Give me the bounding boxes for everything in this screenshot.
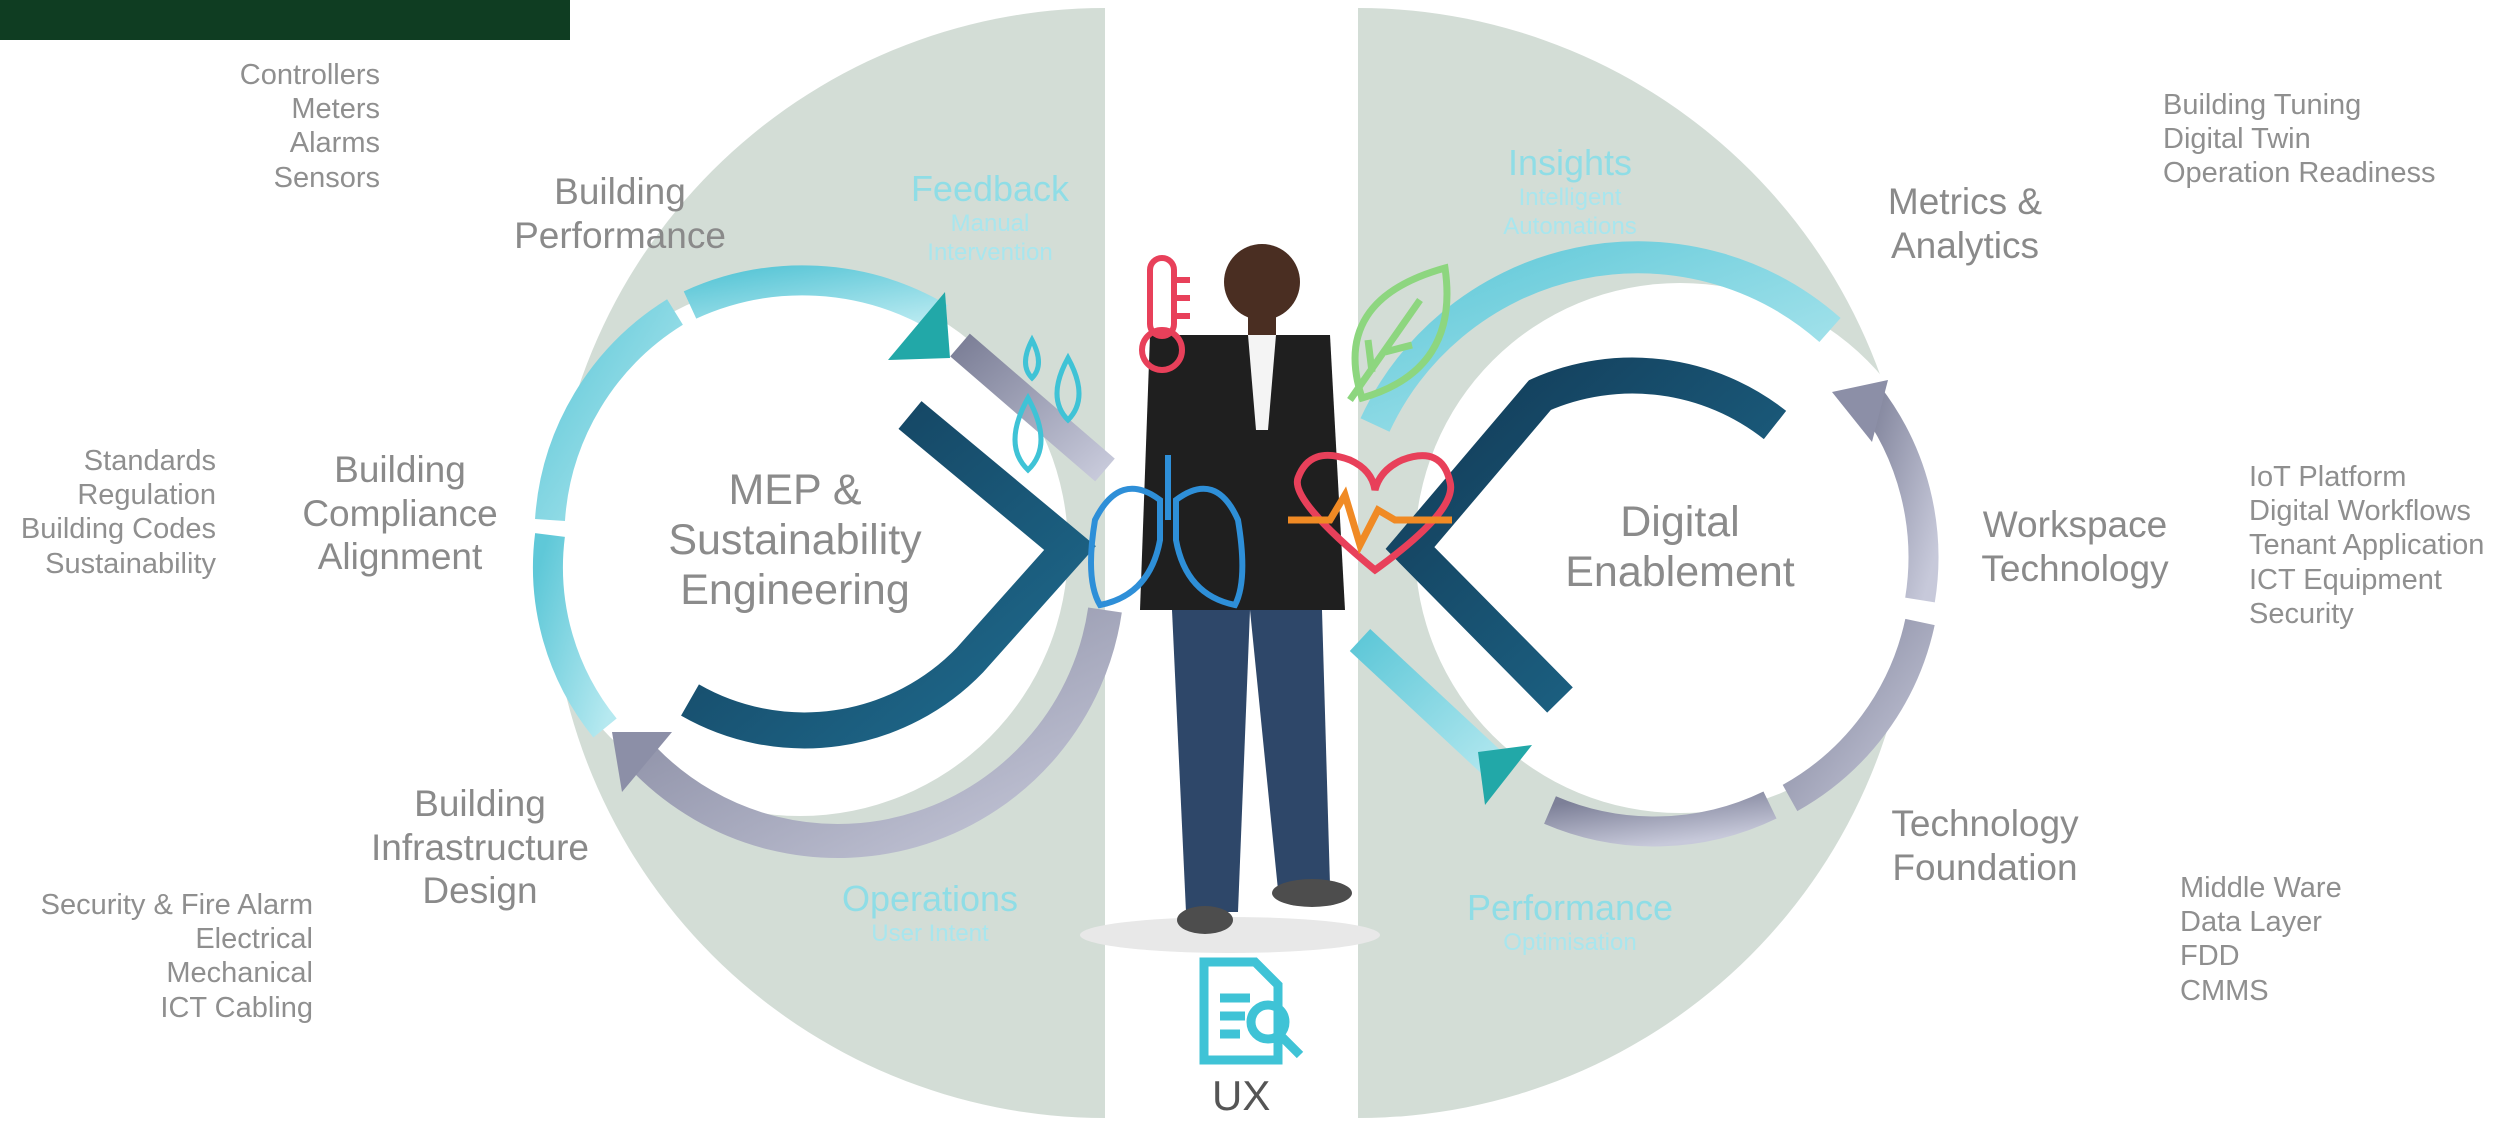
heart-pulse-icon (1288, 451, 1455, 575)
document-search-icon (1199, 957, 1304, 1065)
left-chevron (681, 401, 1096, 749)
right-ring-top (1360, 241, 1841, 432)
label-feedback: Feedback Manual Intervention (910, 168, 1070, 266)
right-grey-arrow (1832, 380, 1888, 442)
left-teal-arrow (888, 292, 950, 360)
label-operations: Operations User Intent (841, 878, 1019, 948)
thermometer-icon (1139, 255, 1190, 373)
right-ring-right-lower (1782, 618, 1935, 812)
brand-logo (0, 0, 570, 40)
left-ring-lowerleft (533, 533, 617, 738)
left-ring-topleft (535, 299, 684, 522)
label-insights: Insights Intelligent Automations (1503, 142, 1637, 240)
ux-label: UX (1212, 1072, 1271, 1119)
label-performance: Performance Optimisation (1466, 887, 1674, 957)
water-drops-icon (1012, 334, 1082, 474)
leaf-icon (1347, 263, 1451, 403)
lungs-icon (1088, 455, 1246, 609)
left-ring-top (683, 265, 948, 331)
right-ring-bottom (1544, 791, 1777, 847)
left-ring-bottom (632, 607, 1122, 858)
left-grey-arrow (612, 732, 672, 792)
person-figure (1080, 244, 1380, 953)
right-teal-arrow (1478, 745, 1532, 805)
right-ring-right-upper (1856, 385, 1939, 603)
right-chevron (1385, 357, 1787, 713)
segment-metrics-analytics: Metrics &Analytics (1887, 181, 2043, 266)
